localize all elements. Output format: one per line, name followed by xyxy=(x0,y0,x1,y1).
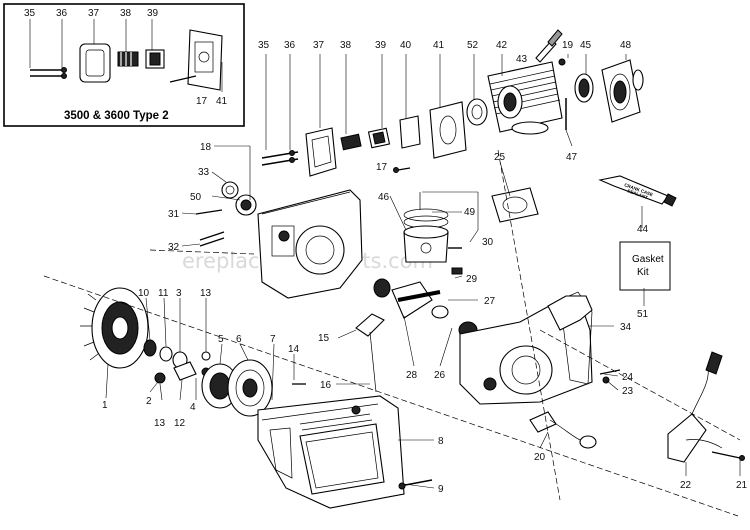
callout-17: 17 xyxy=(376,162,388,173)
callout-5: 5 xyxy=(218,334,224,345)
muffler-plate xyxy=(399,115,421,149)
callout-19: 19 xyxy=(562,40,574,51)
callout-3: 3 xyxy=(176,288,182,299)
callout-45: 45 xyxy=(580,40,592,51)
callout-18: 18 xyxy=(200,142,212,153)
inset-callout-38: 38 xyxy=(120,8,132,19)
callout-47: 47 xyxy=(566,152,578,163)
callout-26: 26 xyxy=(434,370,446,381)
inset-callout-35: 35 xyxy=(24,8,36,19)
callout-49: 49 xyxy=(464,207,476,218)
sealant-tube: CRANK CASE SEALANT xyxy=(598,175,677,207)
callout-20: 20 xyxy=(534,452,546,463)
callout-50: 50 xyxy=(190,192,202,203)
callout-44: 44 xyxy=(637,224,649,235)
callout-14: 14 xyxy=(288,344,300,355)
gasket-kit-box: Gasket Kit xyxy=(619,241,671,291)
flywheel xyxy=(80,287,149,369)
callout-40: 40 xyxy=(400,40,412,51)
crankcase-left xyxy=(195,181,363,299)
callout-21: 21 xyxy=(736,480,748,491)
starter-housing xyxy=(257,383,433,509)
gasket-kit-border xyxy=(619,241,671,291)
callout-32: 32 xyxy=(168,242,180,253)
callout-37: 37 xyxy=(313,40,325,51)
inset-callout-37: 37 xyxy=(88,8,100,19)
callout-38: 38 xyxy=(340,40,352,51)
inset-title: 3500 & 3600 Type 2 xyxy=(64,110,169,122)
callout-28: 28 xyxy=(406,370,418,381)
callout-9: 9 xyxy=(438,484,444,495)
callout-6: 6 xyxy=(236,334,242,345)
inset-callout-36: 36 xyxy=(56,8,68,19)
callout-36: 36 xyxy=(284,40,296,51)
callout-51: 51 xyxy=(637,309,649,320)
alignment-lines xyxy=(43,149,741,517)
callout-46: 46 xyxy=(378,192,390,203)
callout-8: 8 xyxy=(438,436,444,447)
callout-12: 12 xyxy=(174,418,186,429)
inset-callout-41: 41 xyxy=(216,96,228,107)
leader-lines xyxy=(105,54,741,489)
callout-4: 4 xyxy=(190,402,196,413)
callout-52: 52 xyxy=(467,40,479,51)
callout-29: 29 xyxy=(466,274,478,285)
cylinder-assembly xyxy=(261,29,644,177)
callout-34: 34 xyxy=(620,322,632,333)
callout-10: 10 xyxy=(138,288,150,299)
spark-plug-boot xyxy=(705,351,723,375)
muffler-cover xyxy=(305,127,337,177)
starter-handle xyxy=(355,313,385,393)
callout-30: 30 xyxy=(482,237,494,248)
gasket-kit-label-line2: Kit xyxy=(637,267,649,278)
callout-1: 1 xyxy=(102,400,108,411)
callout-13-top: 13 xyxy=(200,288,212,299)
inset-muffler-cover xyxy=(79,43,111,83)
callout-25: 25 xyxy=(494,152,506,163)
fuel-pickup xyxy=(529,411,597,449)
inset-gasket xyxy=(117,51,139,67)
piston-group xyxy=(403,208,463,275)
callout-23: 23 xyxy=(622,386,634,397)
callout-15: 15 xyxy=(318,333,330,344)
cylinder xyxy=(487,61,563,135)
callout-31: 31 xyxy=(168,209,180,220)
callout-42: 42 xyxy=(496,40,508,51)
gasket-kit-label-line1: Gasket xyxy=(632,254,664,265)
inset-muffler xyxy=(187,29,223,91)
ignition-module xyxy=(667,351,745,463)
callout-22: 22 xyxy=(680,480,692,491)
callout-27: 27 xyxy=(484,296,496,307)
crankshaft xyxy=(373,278,478,339)
inset-callout-39: 39 xyxy=(147,8,159,19)
callouts: 35 36 37 38 39 40 41 52 42 43 19 45 48 1… xyxy=(102,40,748,495)
callout-16: 16 xyxy=(320,380,332,391)
spark-plug xyxy=(535,29,563,63)
callout-13-bottom: 13 xyxy=(154,418,166,429)
gasket-25 xyxy=(491,187,539,223)
inset-callout-17: 17 xyxy=(196,96,208,107)
callout-7: 7 xyxy=(270,334,276,345)
inset-panel: 35 36 37 38 39 17 41 3500 & 3600 Type 2 xyxy=(3,3,245,127)
callout-39: 39 xyxy=(375,40,387,51)
callout-33: 33 xyxy=(198,167,210,178)
muffler-body xyxy=(429,101,467,159)
callout-24: 24 xyxy=(622,372,634,383)
clutch-parts xyxy=(143,339,273,417)
callout-43: 43 xyxy=(516,54,528,65)
callout-48: 48 xyxy=(620,40,632,51)
callout-35: 35 xyxy=(258,40,270,51)
callout-11: 11 xyxy=(158,288,169,299)
callout-41: 41 xyxy=(433,40,445,51)
muffler-gasket xyxy=(340,133,362,151)
intake-adapter xyxy=(601,59,644,123)
callout-2: 2 xyxy=(146,396,152,407)
